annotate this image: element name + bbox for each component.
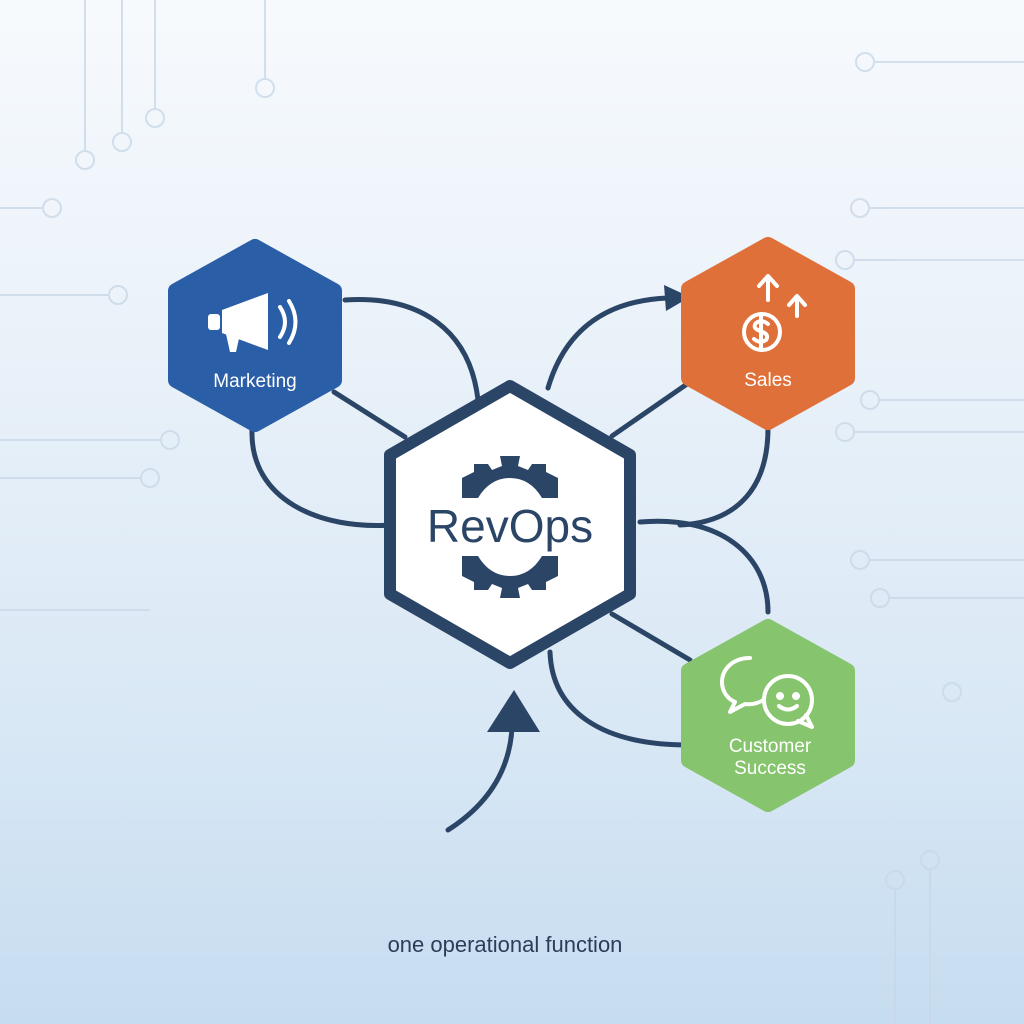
chat-bubbles-icon [720, 656, 814, 729]
megaphone-icon [208, 293, 298, 352]
customer-success-label-line1: Customer [729, 736, 812, 757]
connector-marketing-lower-arc [249, 427, 395, 529]
dollar-growth-icon [742, 274, 807, 352]
sales-node[interactable]: Sales [681, 237, 855, 430]
sales-arrowhead [664, 285, 690, 311]
gear-icon [462, 456, 558, 598]
connector-marketing-straight [331, 389, 408, 440]
hub-label: RevOps [427, 500, 593, 552]
sales-label: Sales [744, 370, 792, 391]
connector-lines [249, 295, 771, 833]
customer-success-label-line2: Success [734, 758, 806, 779]
marketing-node[interactable]: Marketing [168, 239, 342, 432]
connector-customer-success-upper-arc [637, 518, 771, 615]
hub-hexagon [384, 380, 636, 669]
diagram-caption: one operational function [387, 932, 623, 957]
revops-hub[interactable]: RevOps [384, 380, 636, 669]
customer-success-node[interactable]: Customer Success [681, 619, 855, 812]
connector-customer-success-lower-arc [547, 649, 691, 748]
connector-sales-lower-arc [677, 425, 771, 528]
connector-customer-success-straight [609, 611, 693, 663]
connector-sales-straight [609, 379, 693, 439]
arrowheads [487, 285, 690, 732]
connector-incoming-curve [445, 725, 515, 833]
marketing-label: Marketing [213, 371, 296, 392]
connector-sales-arc [545, 295, 671, 391]
hub-incoming-arrowhead [487, 690, 540, 732]
connector-marketing-upper-arc [342, 297, 481, 403]
